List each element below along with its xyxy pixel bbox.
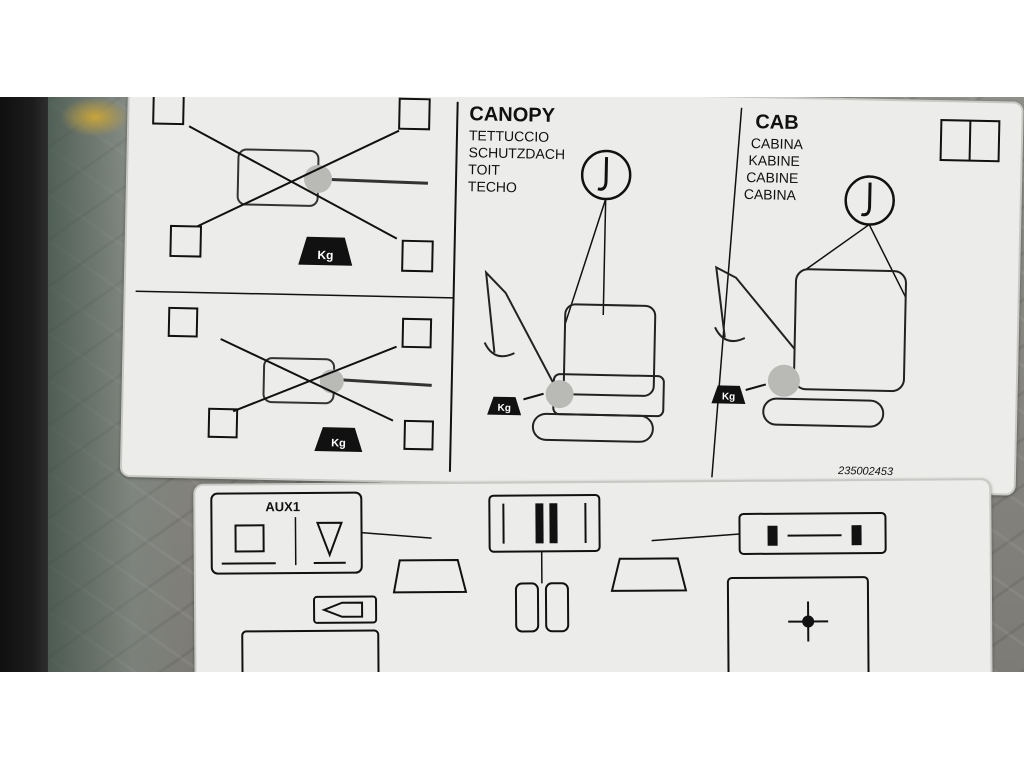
cab-translation: CABINA (744, 186, 797, 203)
canopy-translation: TECHO (468, 178, 517, 195)
canopy-translation: TOIT (468, 161, 500, 178)
section-divider (135, 290, 454, 299)
lift-cable (805, 223, 870, 270)
cab-excavator-drawing (714, 265, 907, 428)
center-of-gravity (545, 380, 574, 409)
joystick-center (802, 615, 815, 628)
horn-icon (321, 601, 364, 618)
tie-down-line (196, 129, 400, 228)
canopy-translation: TETTUCCIO (469, 127, 550, 145)
leader-line (361, 531, 432, 539)
weight-label: Kg (722, 392, 736, 403)
lever-icon (549, 503, 558, 544)
cab-translation: CABINE (746, 169, 798, 186)
canopy-arm (484, 269, 555, 385)
travel-pedal (544, 582, 570, 633)
arm-topview (317, 177, 429, 185)
tie-down-line (188, 125, 398, 240)
part-number: 235002453 (837, 465, 894, 478)
weight-icon (314, 427, 363, 452)
travel-pedal (514, 582, 540, 633)
pedal-left (392, 558, 468, 594)
horn-panel (313, 595, 378, 624)
tie-down-icon (167, 306, 199, 338)
breaker-icon (316, 521, 343, 558)
hook-shape (861, 182, 872, 217)
canopy-track (531, 412, 654, 443)
controls-diagram-svg: AUX1 (210, 491, 887, 672)
tie-down-diagram-bottom: Kg (167, 306, 434, 452)
lifting-diagram-svg: Kg Kg CANOPY TETTUCCIO SCHUTZDACH TOIT (135, 97, 1001, 478)
weight-icon (298, 236, 353, 266)
tie-down-icon (169, 224, 203, 258)
manual-book-icon (939, 119, 1001, 163)
canopy-roof (562, 303, 657, 397)
tie-down-line (220, 338, 394, 422)
photo: Kg Kg CANOPY TETTUCCIO SCHUTZDACH TOIT (0, 97, 1024, 672)
section-divider (448, 101, 459, 472)
travel-levers-panel (488, 493, 601, 553)
machine-reflection (60, 97, 130, 137)
lever-icon (767, 525, 778, 546)
weight-icon (711, 385, 746, 405)
cab-title: CAB (755, 111, 799, 134)
leader-line (651, 533, 740, 542)
tie-down-icon (403, 419, 434, 451)
lever-icon (535, 503, 544, 544)
hydraulic-icon (234, 524, 265, 553)
canopy-title: CANOPY (469, 103, 556, 127)
lever-icon (851, 525, 862, 546)
weight-arrow (523, 392, 544, 401)
section-divider (711, 107, 743, 478)
cab-arm (715, 265, 796, 350)
lifting-instructions-sticker: Kg Kg CANOPY TETTUCCIO SCHUTZDACH TOIT (119, 97, 1024, 496)
weight-label: Kg (331, 437, 346, 449)
lower-panel-left (241, 629, 380, 672)
aux1-panel (210, 491, 363, 575)
cab-track (762, 397, 885, 428)
center-of-gravity (767, 364, 800, 397)
joystick-pattern-panel (726, 576, 870, 672)
arm-topview (333, 377, 432, 387)
canopy-translation: SCHUTZDACH (468, 144, 565, 162)
window-frame (0, 97, 48, 672)
canopy-bucket (483, 342, 515, 358)
swing-control-panel (738, 511, 887, 555)
cab-bucket (714, 326, 746, 342)
tie-down-icon (207, 407, 239, 439)
tie-down-diagram-top: Kg (152, 97, 434, 273)
book-spine (968, 120, 972, 161)
tie-down-line (232, 345, 397, 413)
lift-cable (868, 224, 907, 298)
aux1-label: AUX1 (265, 499, 300, 514)
lift-cable (602, 199, 607, 316)
pedal-right (610, 557, 688, 592)
tie-down-icon (401, 239, 434, 273)
canopy-excavator-drawing (483, 269, 665, 443)
hook-shape (597, 157, 609, 191)
weight-icon (487, 396, 522, 416)
weight-label: Kg (497, 403, 511, 414)
cab-translation: CABINA (751, 135, 804, 152)
direction-arrow (502, 503, 587, 544)
tie-down-icon (152, 97, 185, 126)
tie-down-icon (401, 317, 433, 349)
weight-arrow (745, 383, 767, 391)
controls-sticker: AUX1 (193, 478, 993, 672)
cab-translation: KABINE (748, 152, 800, 169)
tie-down-icon (398, 97, 431, 131)
weight-label: Kg (317, 248, 333, 262)
lift-cable (564, 198, 607, 325)
cab-body (792, 268, 907, 393)
